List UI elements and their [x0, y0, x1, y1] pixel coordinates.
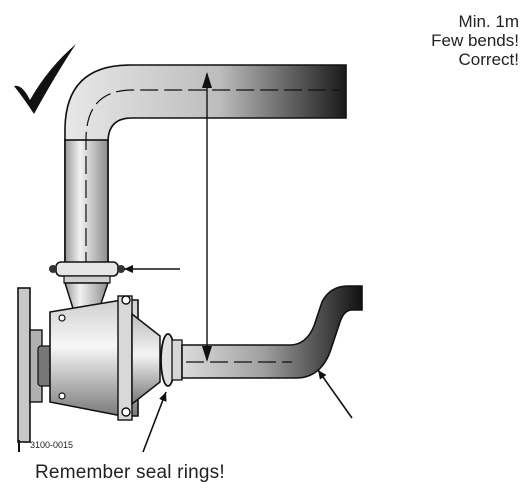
pump-flange-plate — [17, 287, 31, 443]
checkmark-icon — [14, 44, 76, 114]
lower-pipe — [181, 285, 363, 379]
caption-seal-rings: Remember seal rings! — [35, 462, 225, 483]
note-few-bends: Few bends! — [431, 31, 519, 50]
upper-clamp — [55, 261, 119, 277]
note-correct: Correct! — [458, 50, 519, 69]
note-min-distance: Min. 1m — [458, 12, 519, 31]
upper-pipe — [64, 64, 347, 276]
arrow-seal-ring — [142, 391, 167, 453]
arrow-lower-pipe — [317, 369, 353, 419]
pump-cone — [131, 312, 161, 406]
drawing-code: 3100-0015 — [30, 440, 74, 450]
upper-pipe-centerline — [85, 89, 340, 270]
